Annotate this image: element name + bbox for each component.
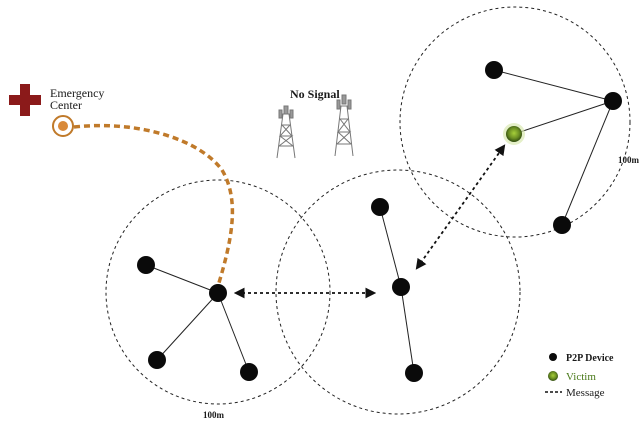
p2p-device-node: [392, 278, 410, 296]
red-cross-icon: [9, 84, 41, 116]
p2p-device-node: [240, 363, 258, 381]
emergency-center-label-line2: Center: [50, 98, 82, 112]
range-circles: [105, 6, 631, 415]
legend-device-swatch: [549, 353, 557, 361]
p2p-device-node: [209, 284, 227, 302]
middle-cluster-links: [379, 206, 415, 374]
p2p-device-node: [371, 198, 389, 216]
legend-victim-label: Victim: [566, 371, 596, 383]
emergency-link: [73, 123, 235, 287]
message-arrow-middle-victim: [415, 144, 506, 270]
legend-message-label: Message: [566, 387, 605, 399]
left-cluster-links: [145, 264, 250, 373]
victim-node: [503, 123, 525, 145]
legend-victim-swatch: [548, 371, 558, 381]
emergency-center: Emergency Center: [9, 84, 104, 137]
p2p-device-node: [137, 256, 155, 274]
legend: P2P Device Victim Message: [545, 353, 614, 399]
p2p-device-node: [604, 92, 622, 110]
p2p-devices: [137, 61, 622, 382]
cell-towers: No Signal: [276, 87, 354, 159]
right-cluster-range: [399, 6, 631, 238]
no-signal-label: No Signal: [290, 87, 340, 101]
p2p-device-node: [405, 364, 423, 382]
emergency-beacon-icon: [52, 115, 74, 137]
right-cluster-links: [493, 69, 614, 226]
left-range-label: 100m: [203, 410, 225, 420]
cell-tower-icon: [276, 105, 296, 159]
p2p-device-node: [148, 351, 166, 369]
p2p-device-node: [553, 216, 571, 234]
emergency-center-label-line1: Emergency: [50, 86, 104, 100]
p2p-device-node: [485, 61, 503, 79]
legend-p2p-device-label: P2P Device: [566, 353, 614, 364]
middle-cluster-range: [275, 169, 521, 415]
cell-tower-icon: [334, 94, 354, 157]
right-range-label: 100m: [618, 155, 639, 165]
